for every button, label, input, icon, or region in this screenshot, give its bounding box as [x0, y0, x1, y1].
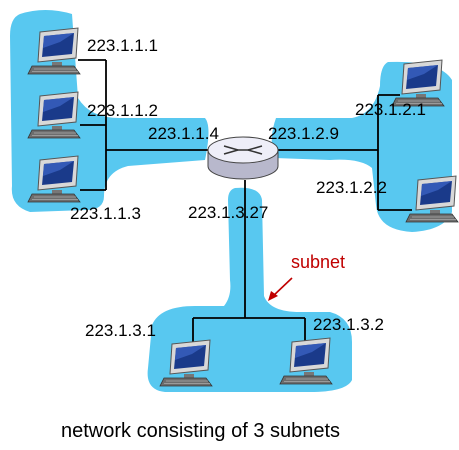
router-icon — [207, 136, 279, 180]
diagram-caption: network consisting of 3 subnets — [61, 420, 340, 442]
links — [78, 59, 412, 346]
host-label-223-1-2-1: 223.1.2.1 — [355, 100, 426, 119]
host-label-223-1-2-2: 223.1.2.2 — [316, 178, 387, 197]
host-label-223-1-1-2: 223.1.1.2 — [87, 101, 158, 120]
router-interface-label-223-1-3-27: 223.1.3.27 — [188, 203, 268, 222]
host-label-223-1-3-2: 223.1.3.2 — [313, 315, 384, 334]
host-label-223-1-3-1: 223.1.3.1 — [85, 321, 156, 340]
router-interface-label-223-1-2-9: 223.1.2.9 — [268, 124, 339, 143]
host-label-223-1-1-3: 223.1.1.3 — [70, 204, 141, 223]
host-label-223-1-1-1: 223.1.1.1 — [87, 36, 158, 55]
router-interface-label-223-1-1-4: 223.1.1.4 — [148, 124, 219, 143]
subnet-callout-label: subnet — [291, 252, 345, 272]
subnet-callout-arrow — [268, 277, 293, 301]
